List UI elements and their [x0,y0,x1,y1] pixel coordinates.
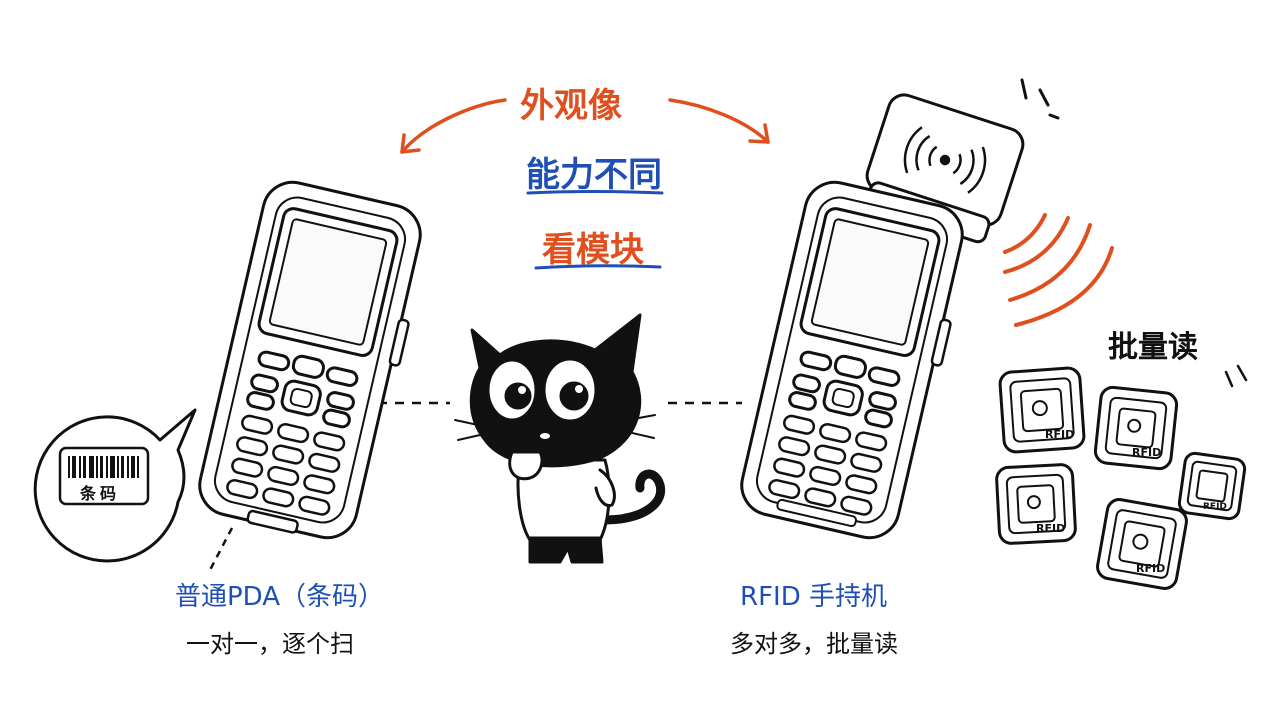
rfid-tag-icon [1096,498,1189,591]
barcode-label: 条码 [80,480,120,504]
rfid-tag-label: RFID [1036,522,1065,535]
right-device-title: RFID 手持机 [740,576,887,613]
rfid-wave-icon [1005,215,1112,325]
center-line-3: 看模块 [542,222,644,271]
rfid-tag-label: RFID [1132,446,1161,459]
cat-mascot [455,315,661,562]
batch-ticks [1226,366,1246,386]
rfid-tag-label: RFID [1136,562,1165,575]
center-line-1: 外观像 [520,78,622,127]
left-arrow [402,100,505,152]
rfid-device-right [736,176,976,545]
rfid-tag-label: RFID [1203,502,1227,512]
batch-read-label: 批量读 [1108,322,1198,366]
rfid-tag-label: RFID [1045,428,1074,441]
left-device-title: 普通PDA（条码） [175,576,384,613]
right-device-subtitle: 多对多，批量读 [730,624,898,659]
right-arrow [670,100,768,142]
spark-lines [1022,80,1058,118]
pda-device-left [193,176,434,547]
rfid-tags [996,367,1246,590]
left-device-subtitle: 一对一，逐个扫 [186,624,354,659]
center-line-2: 能力不同 [526,147,662,196]
scan-beam [210,528,232,570]
